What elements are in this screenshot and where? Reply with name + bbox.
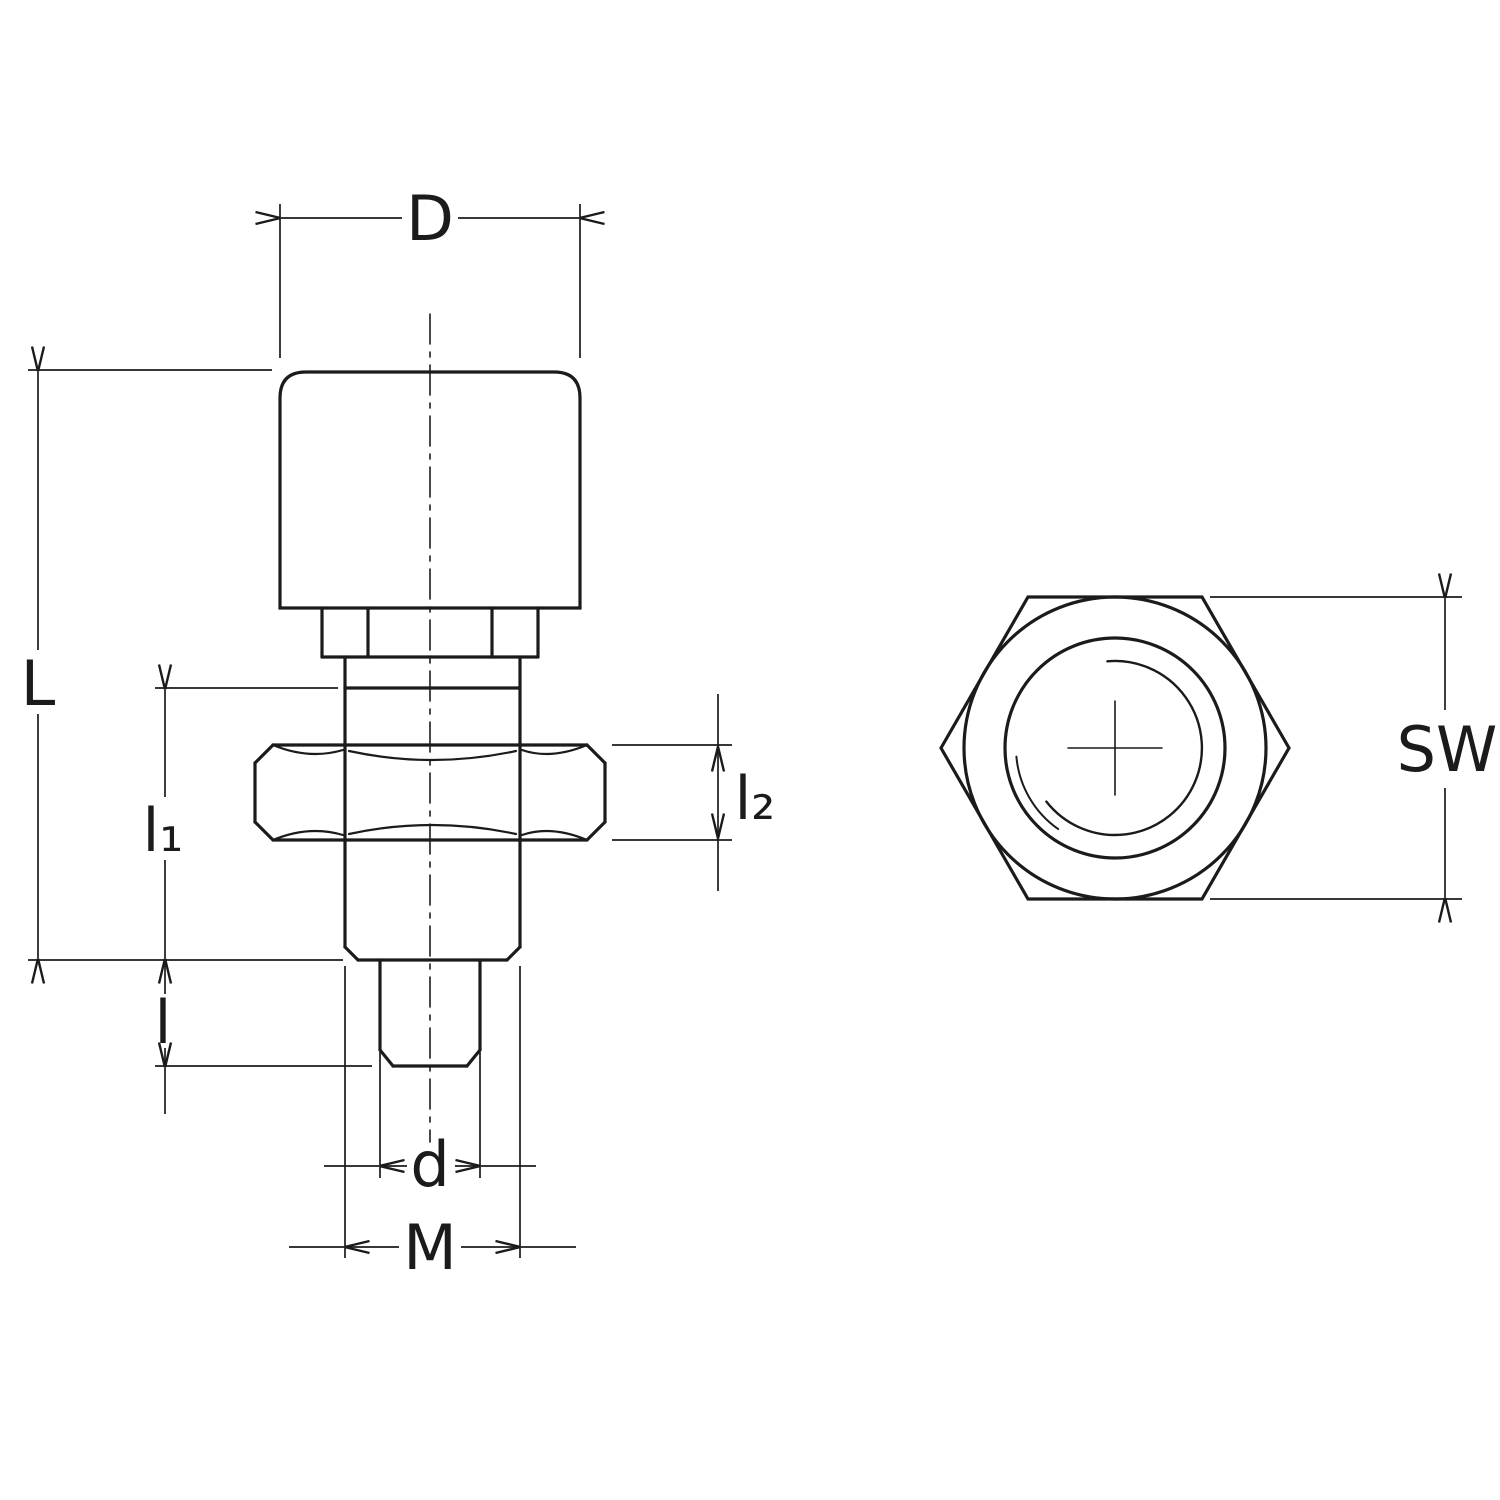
dimension-label-D: D [406, 182, 454, 255]
side-view [253, 313, 607, 1143]
dimension-label-l: l [155, 988, 172, 1058]
end-view [939, 595, 1291, 901]
threaded-body-upper [343, 655, 522, 747]
dimension-label-d: d [410, 1128, 449, 1201]
dimension-label-l1: l₁ [143, 796, 184, 866]
end-view-crosshair [1067, 700, 1163, 796]
dimension-label-SW: SW [1397, 713, 1498, 786]
dimensions-side-view [28, 204, 732, 1258]
dimension-M [289, 966, 576, 1258]
dimension-d [324, 1052, 536, 1178]
dimension-l2 [612, 694, 732, 891]
plunger-pin [378, 958, 482, 1068]
threaded-body-lower [343, 838, 522, 962]
end-view-hexagon [939, 595, 1291, 901]
dimension-label-L: L [21, 647, 56, 720]
dimension-labels: D L l₁ l₂ l d M SW [21, 182, 1498, 1284]
end-view-knob-circle [1003, 636, 1227, 860]
dimension-D [255, 204, 605, 358]
end-view-shine-arc [1015, 755, 1060, 831]
dimension-l [155, 962, 372, 1114]
dimension-label-M: M [403, 1211, 457, 1284]
dimension-label-l2: l₂ [735, 764, 776, 834]
dimension-L [28, 346, 343, 984]
dimension-SW [1210, 573, 1462, 923]
end-view-chamfer-circle [962, 595, 1268, 901]
plunger-knob [278, 370, 582, 610]
knob-hex-collar [320, 606, 540, 659]
end-view-inner-arc [1045, 659, 1204, 837]
hex-nut-side [253, 743, 607, 842]
dimension-l1 [155, 664, 338, 984]
